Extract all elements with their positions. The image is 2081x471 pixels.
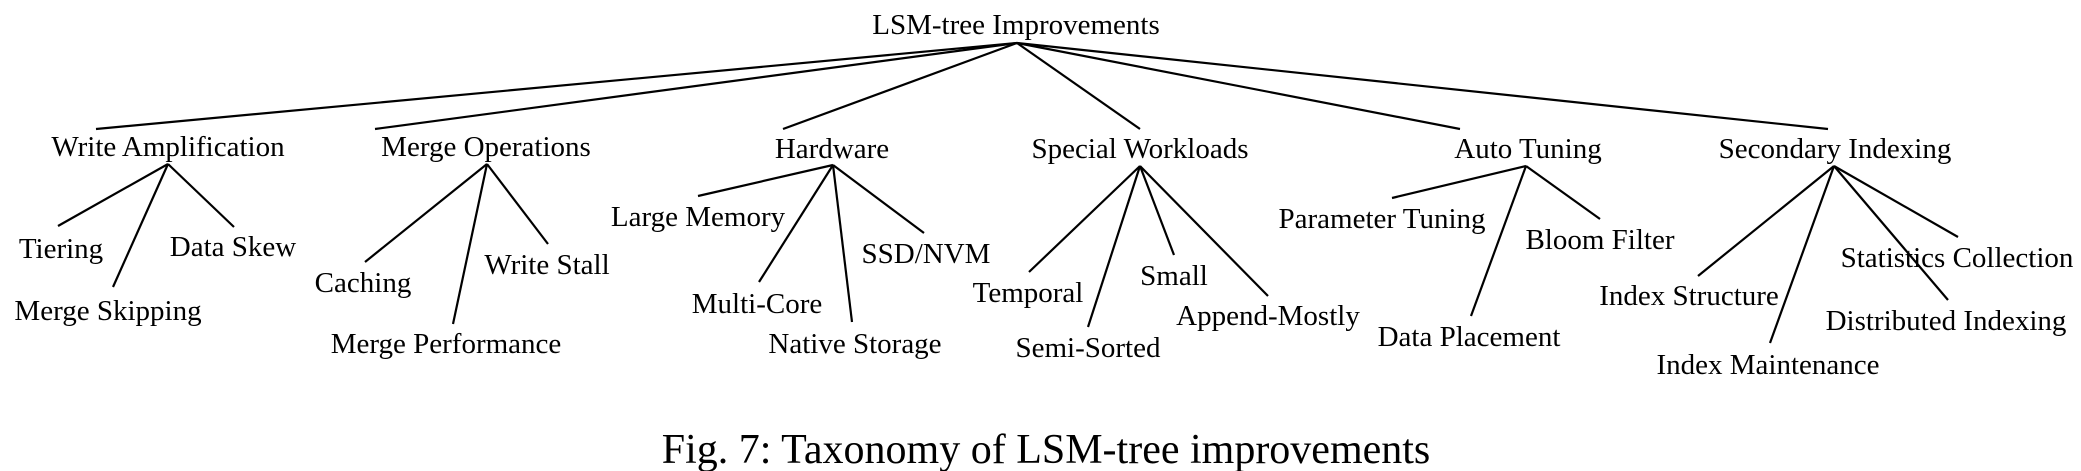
edge-category-5-to-leaf-3 (1833, 165, 1959, 238)
leaf-write-stall: Write Stall (484, 249, 609, 281)
leaf-multi-core: Multi-Core (692, 288, 823, 320)
category-merge-operations: Merge Operations (381, 131, 591, 163)
category-write-amplification: Write Amplification (51, 131, 285, 163)
leaf-index-structure: Index Structure (1599, 280, 1779, 312)
leaf-native-storage: Native Storage (768, 328, 941, 360)
leaf-large-memory: Large Memory (611, 201, 786, 233)
tree-edges (57, 41, 1959, 344)
edge-category-0-to-leaf-2 (167, 163, 235, 228)
leaf-tiering: Tiering (19, 233, 103, 265)
edge-category-2-to-leaf-2 (831, 164, 854, 323)
edge-category-0-to-leaf-1 (111, 163, 170, 288)
edge-category-3-to-leaf-1 (1086, 165, 1142, 328)
edge-root-to-category-4 (1016, 41, 1461, 131)
leaf-data-placement: Data Placement (1378, 321, 1561, 353)
edge-root-to-category-1 (374, 41, 1018, 131)
leaf-statistics-collection: Statistics Collection (1841, 242, 2074, 274)
figure-caption: Fig. 7: Taxonomy of LSM-tree improvement… (662, 427, 1431, 471)
leaf-bloom-filter: Bloom Filter (1525, 224, 1674, 256)
edge-category-2-to-leaf-0 (697, 163, 834, 198)
edge-category-3-to-leaf-2 (1138, 165, 1176, 256)
edge-category-5-to-leaf-1 (1768, 165, 1836, 344)
leaf-ssd-nvm: SSD/NVM (862, 238, 991, 270)
edge-root-to-category-3 (1016, 42, 1141, 130)
leaf-append-mostly: Append-Mostly (1176, 300, 1360, 332)
category-secondary-indexing: Secondary Indexing (1719, 133, 1952, 165)
leaf-small: Small (1140, 260, 1208, 292)
edge-category-0-to-leaf-0 (57, 163, 169, 227)
category-hardware: Hardware (775, 133, 889, 165)
edge-category-2-to-leaf-3 (832, 164, 925, 234)
leaf-parameter-tuning: Parameter Tuning (1278, 203, 1485, 235)
category-auto-tuning: Auto Tuning (1454, 133, 1601, 165)
leaf-distributed-indexing: Distributed Indexing (1826, 305, 2067, 337)
edge-category-4-to-leaf-0 (1391, 164, 1527, 200)
leaf-data-skew: Data Skew (170, 231, 296, 263)
edge-category-2-to-leaf-1 (758, 164, 834, 283)
edge-root-to-category-0 (95, 41, 1018, 131)
edge-category-4-to-leaf-1 (1469, 165, 1528, 317)
edge-category-1-to-leaf-2 (486, 163, 549, 245)
edge-root-to-category-2 (782, 41, 1018, 131)
root-node-label: LSM-tree Improvements (872, 9, 1160, 41)
leaf-semi-sorted: Semi-Sorted (1016, 332, 1161, 364)
leaf-caching: Caching (315, 267, 412, 299)
edge-category-1-to-leaf-0 (364, 163, 488, 263)
leaf-temporal: Temporal (973, 277, 1084, 309)
edge-category-5-to-leaf-0 (1697, 165, 1835, 277)
edge-category-4-to-leaf-2 (1525, 165, 1601, 220)
leaf-merge-performance: Merge Performance (331, 328, 562, 360)
edge-category-1-to-leaf-1 (451, 163, 489, 325)
leaf-index-maintenance: Index Maintenance (1656, 349, 1879, 381)
edge-category-3-to-leaf-0 (1028, 165, 1141, 273)
leaf-merge-skipping: Merge Skipping (14, 295, 201, 327)
category-special-workloads: Special Workloads (1031, 133, 1248, 165)
edge-root-to-category-5 (1016, 41, 1829, 131)
edge-category-3-to-leaf-3 (1139, 165, 1269, 297)
edge-category-5-to-leaf-2 (1833, 165, 1949, 301)
